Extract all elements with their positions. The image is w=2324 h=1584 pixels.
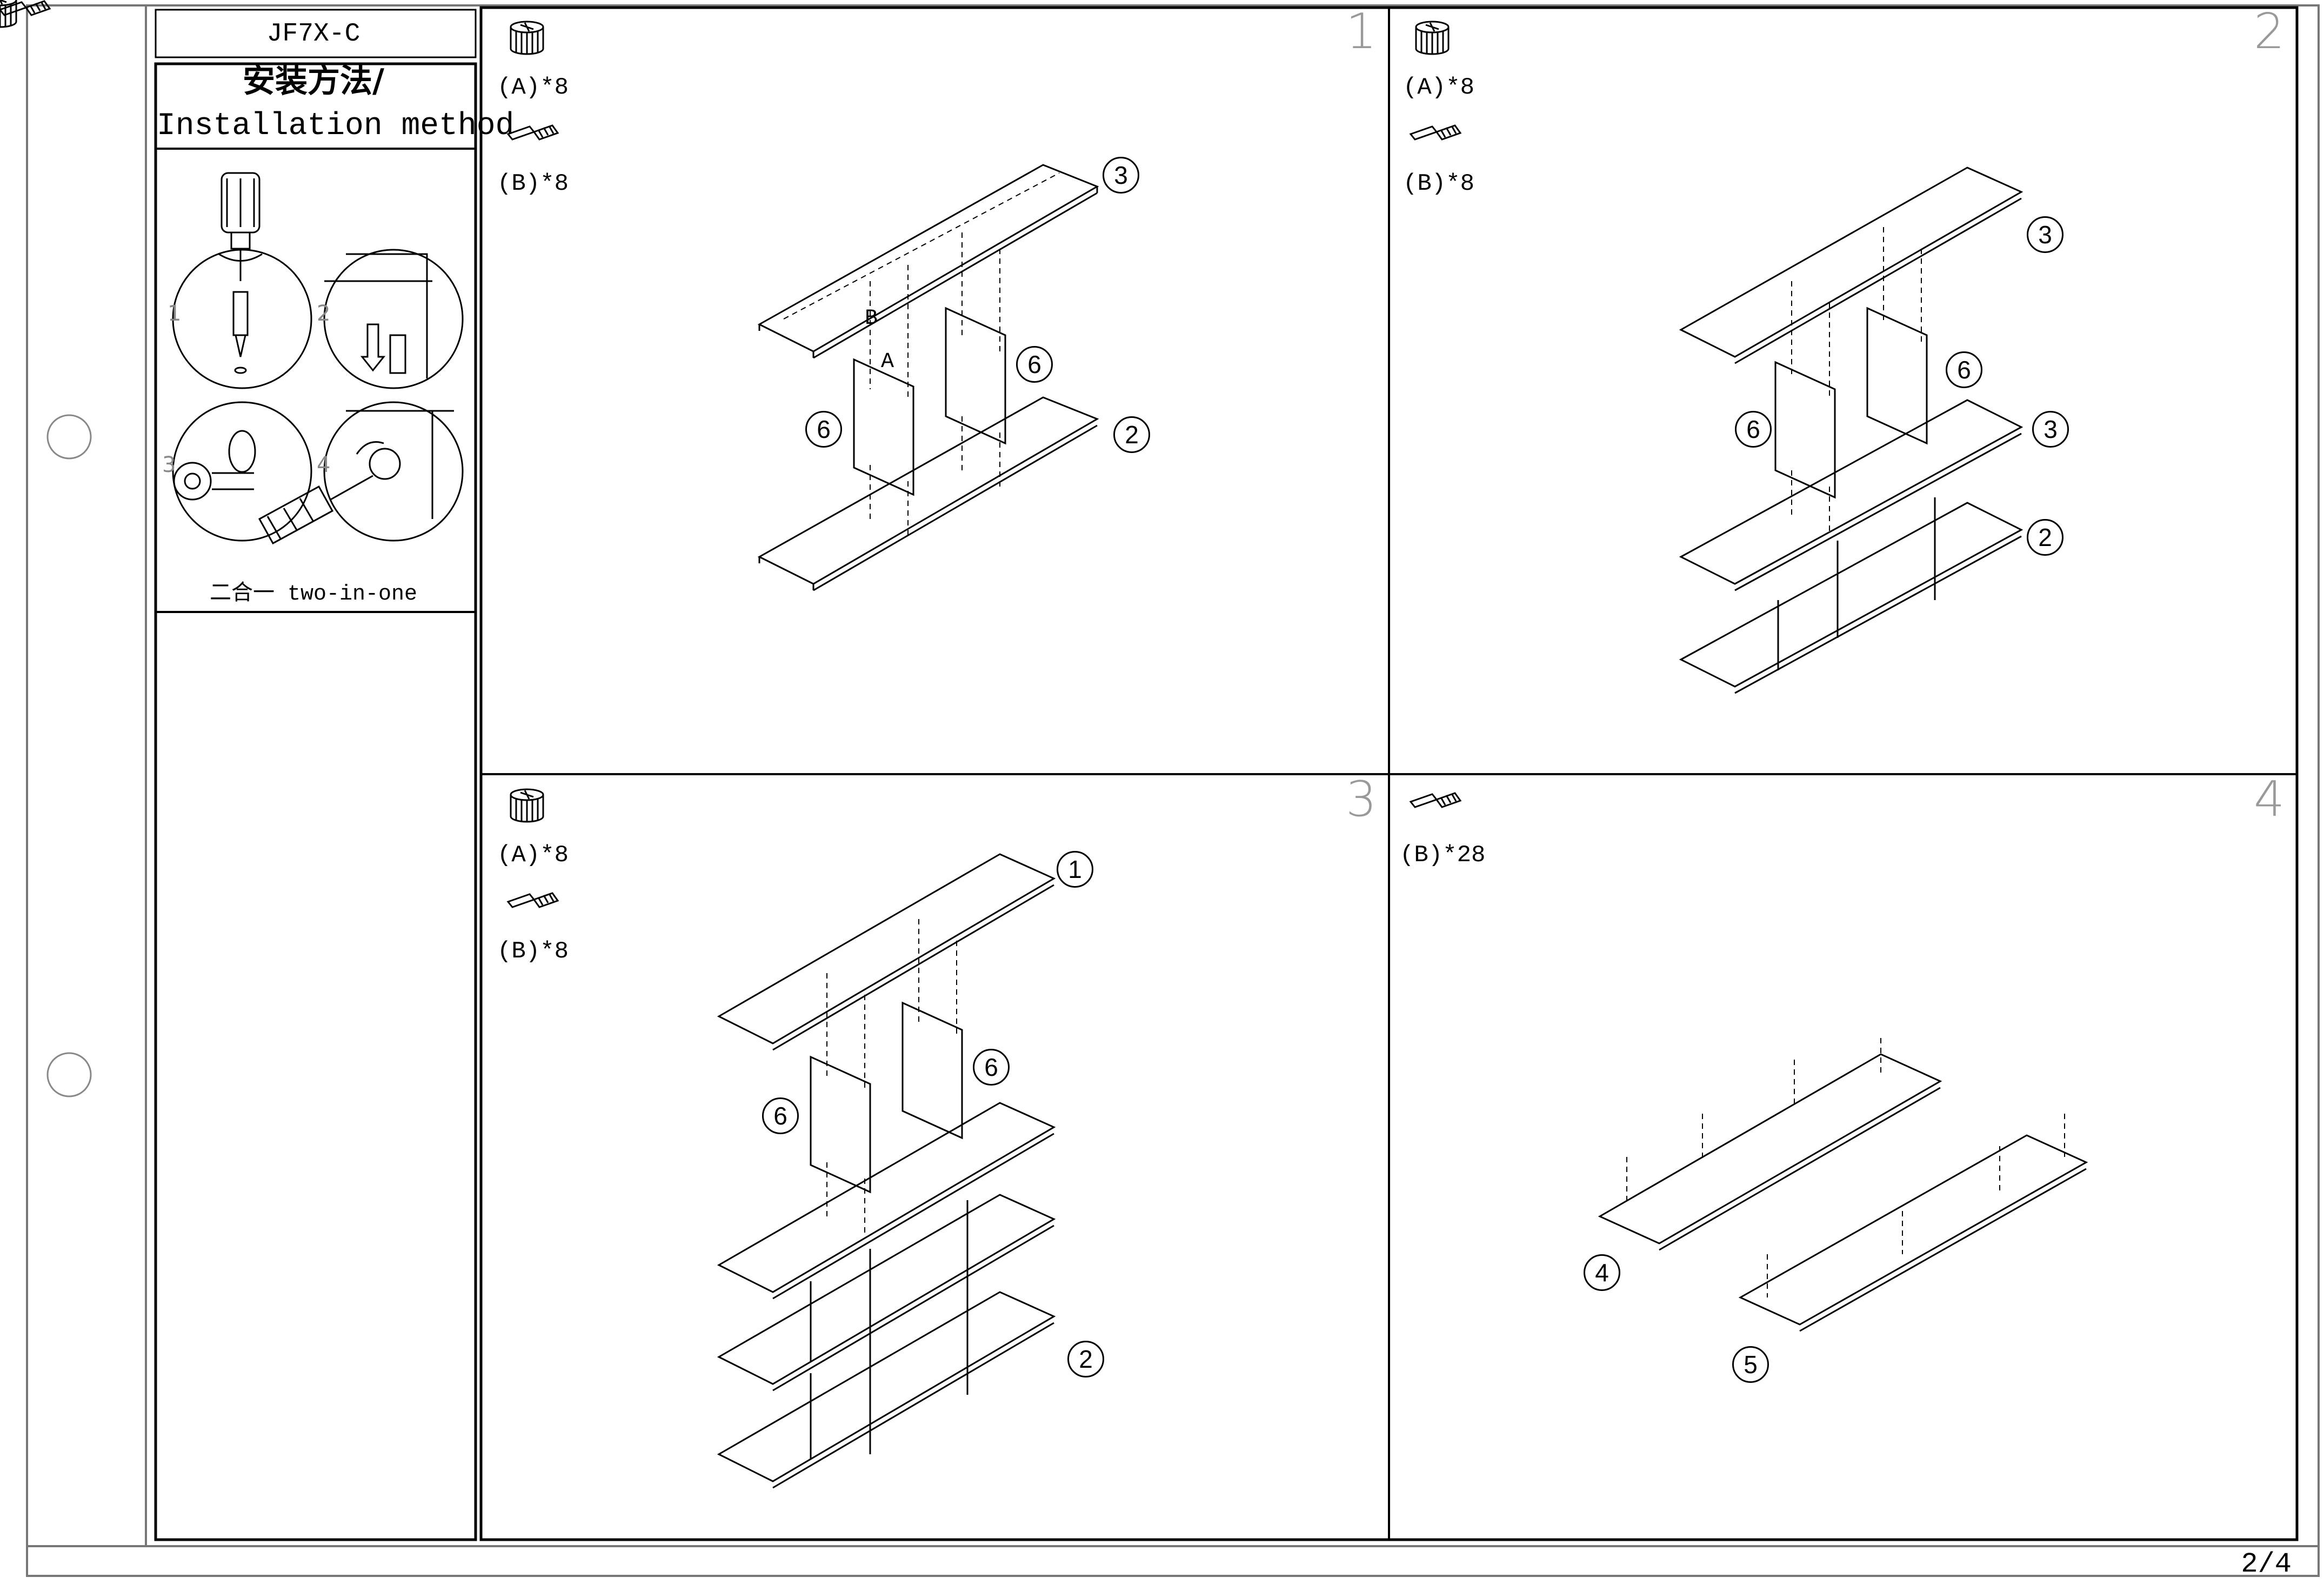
step-3-part-2: 2 <box>1067 1341 1104 1377</box>
method-substep-3: 3 <box>162 452 176 477</box>
model-code: JF7X-C <box>266 19 360 49</box>
step-3-part-6-right: 6 <box>973 1049 1010 1086</box>
step-1-part-2: 2 <box>1113 416 1150 453</box>
step-1-label-b: B <box>865 307 878 331</box>
step-1-number: 1 <box>1346 3 1377 60</box>
step-3-number: 3 <box>1346 771 1377 828</box>
step-2-part-6-right: 6 <box>1946 351 1982 388</box>
step-3-hardware-b: (B)*8 <box>497 938 569 965</box>
step-3-hardware-a: (A)*8 <box>497 842 569 869</box>
method-substep-4: 4 <box>317 452 331 477</box>
step-2-number: 2 <box>2254 3 2285 60</box>
step-1-part-6-right: 6 <box>1016 346 1053 383</box>
method-substep-2: 2 <box>317 301 331 326</box>
method-title-en: Installation method <box>157 109 515 144</box>
method-title-cn: 安装方法/ <box>243 62 384 100</box>
two-in-one-caption: 二合一 two-in-one <box>209 582 418 607</box>
step-2-hardware-b: (B)*8 <box>1403 170 1475 197</box>
method-substep-1: 1 <box>168 301 182 326</box>
step-1-hardware-b: (B)*8 <box>497 170 569 197</box>
step-3-part-1: 1 <box>1057 851 1093 888</box>
step-4-number: 4 <box>2254 771 2285 828</box>
step-1-label-a: A <box>881 350 894 374</box>
step-4-part-5: 5 <box>1732 1346 1769 1383</box>
step-1-part-6-left: 6 <box>805 411 842 448</box>
step-1-part-3: 3 <box>1103 157 1139 194</box>
page-number: 2/4 <box>2241 1548 2292 1580</box>
step-1-hardware-a: (A)*8 <box>497 74 569 101</box>
step-4-part-4: 4 <box>1584 1254 1620 1291</box>
step-4-hardware-b: (B)*28 <box>1400 842 1486 869</box>
step-2-part-6-left: 6 <box>1735 411 1772 448</box>
step-2-part-3-top: 3 <box>2027 216 2063 253</box>
step-2-part-2: 2 <box>2027 519 2063 556</box>
step-2-part-3-mid: 3 <box>2032 411 2069 448</box>
step-2-hardware-a: (A)*8 <box>1403 74 1475 101</box>
step-3-part-6-left: 6 <box>762 1097 799 1134</box>
